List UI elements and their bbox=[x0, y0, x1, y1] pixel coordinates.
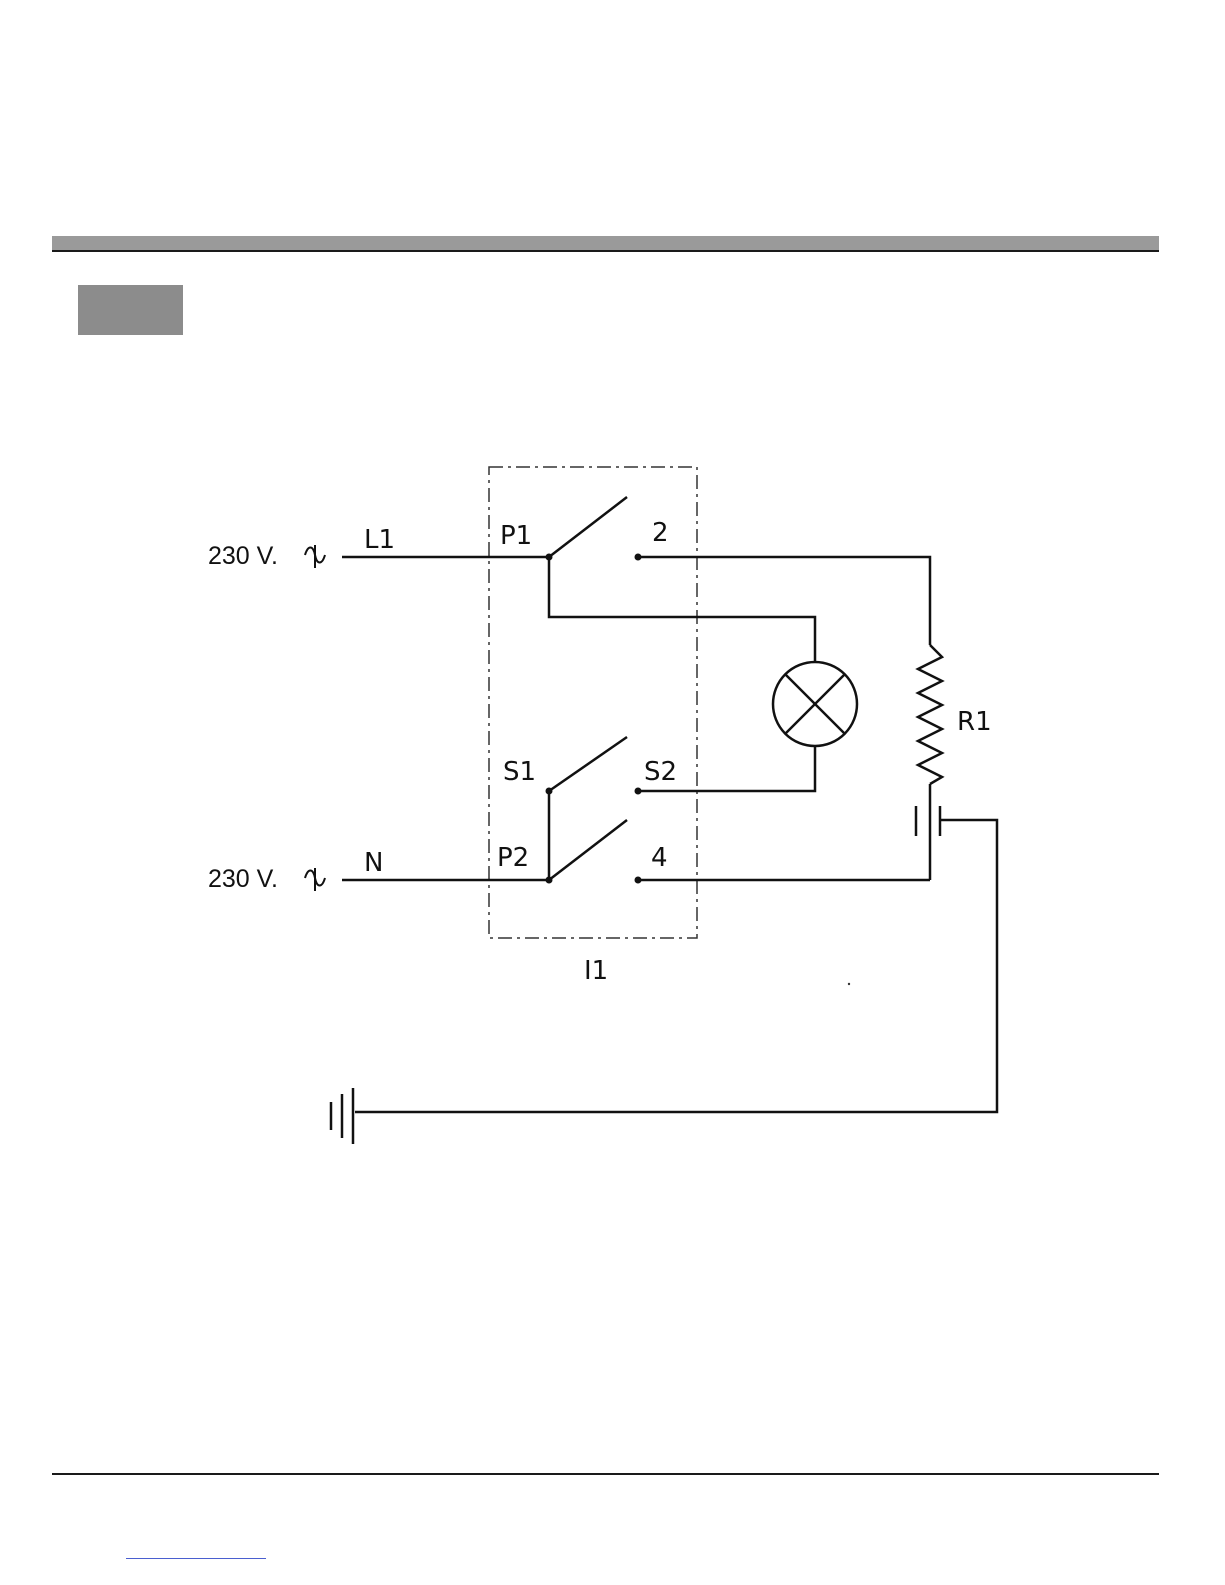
earth-ground-icon bbox=[331, 1088, 353, 1144]
p2-switch-blade bbox=[549, 820, 627, 880]
indicator-lamp-icon bbox=[773, 662, 857, 746]
ground-wire bbox=[355, 820, 997, 1112]
s2-node bbox=[635, 788, 642, 795]
resistor-r1 bbox=[918, 645, 942, 784]
ac-wave-icon bbox=[305, 868, 325, 891]
l1-supply-voltage: 230 V. bbox=[208, 542, 278, 570]
n-supply-voltage: 230 V. bbox=[208, 865, 278, 893]
p1-to-lamp-wire bbox=[549, 557, 815, 662]
n-label: N bbox=[364, 848, 383, 878]
p2-node bbox=[546, 877, 553, 884]
s1-switch-blade bbox=[549, 737, 627, 791]
terminal-2-label: 2 bbox=[652, 518, 669, 548]
ac-wave-icon bbox=[305, 545, 325, 568]
p1-switch-blade bbox=[549, 497, 627, 557]
stray-dot bbox=[848, 983, 850, 985]
resistor-name-label: R1 bbox=[957, 707, 992, 737]
terminal-p2-label: P2 bbox=[497, 843, 529, 873]
terminal-4-label: 4 bbox=[651, 843, 668, 873]
l1-label: L1 bbox=[364, 525, 395, 555]
terminal-p1-label: P1 bbox=[500, 521, 532, 551]
terminal-2-to-r1-wire bbox=[638, 557, 930, 645]
terminal-s2-label: S2 bbox=[644, 757, 677, 787]
terminal-s1-label: S1 bbox=[503, 757, 536, 787]
footer-link-underline[interactable] bbox=[126, 1558, 266, 1559]
footer-rule bbox=[52, 1473, 1159, 1475]
switch-name-label: I1 bbox=[584, 956, 608, 986]
